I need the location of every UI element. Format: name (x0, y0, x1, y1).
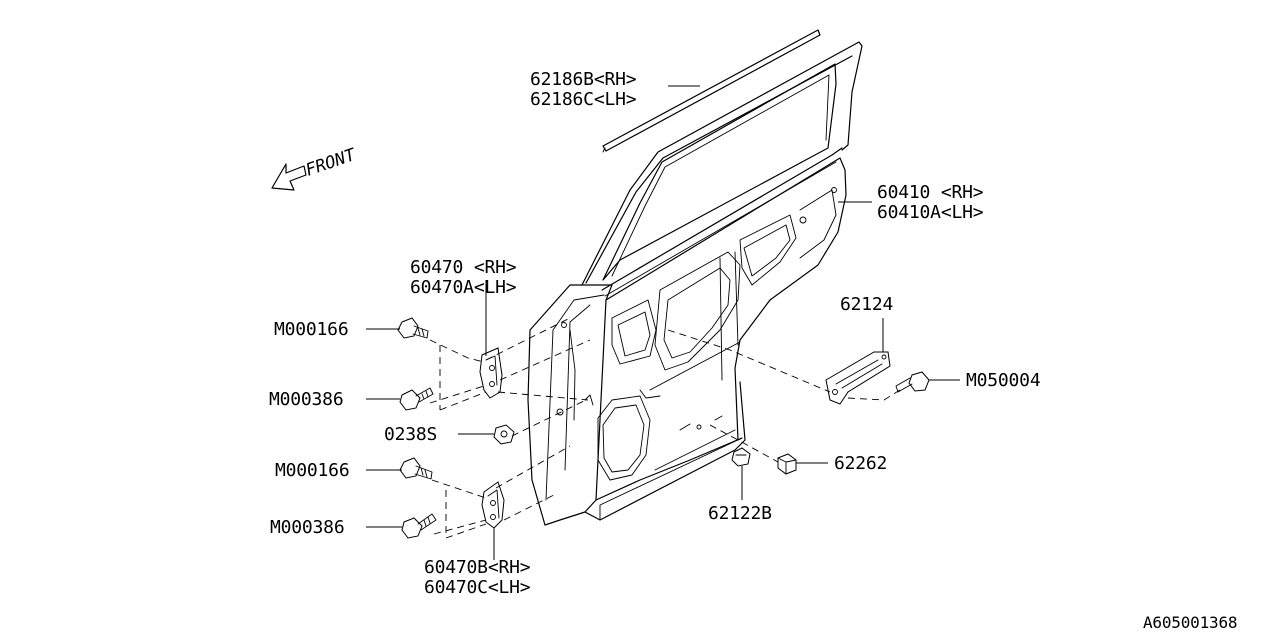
label-bolt-lower-b: M000386 (270, 517, 344, 538)
bolt-upper-a (397, 317, 429, 339)
grommet (731, 447, 751, 467)
label-plug: 62262 (834, 453, 887, 474)
bolt-lower-a (399, 457, 433, 480)
label-upper-hinge-lh: 60470A<LH> (410, 277, 517, 298)
bolt-upper-b (399, 387, 434, 411)
label-door-panel-rh: 60410 <RH> (877, 182, 984, 203)
checker-bolt (895, 371, 930, 393)
label-lower-hinge-lh: 60470C<LH> (424, 577, 531, 598)
bolt-lower-b (401, 513, 437, 539)
label-nut: 0238S (384, 424, 437, 445)
lower-hinge (481, 481, 505, 529)
label-upper-hinge-rh: 60470 <RH> (410, 257, 517, 278)
plug (777, 453, 797, 475)
label-bolt-upper-b: M000386 (269, 389, 343, 410)
label-bolt-upper-a: M000166 (274, 319, 348, 340)
label-lower-hinge-rh: 60470B<RH> (424, 557, 531, 578)
label-weatherstrip-lh: 62186C<LH> (530, 89, 637, 110)
label-door-panel-lh: 60410A<LH> (877, 202, 984, 223)
label-checker: 62124 (840, 294, 893, 315)
front-label: FRONT (303, 145, 360, 181)
rear-door-panel (527, 41, 863, 526)
weatherstrip-strip (602, 29, 821, 153)
assembly-lines (429, 317, 901, 539)
label-checker-bolt: M050004 (966, 370, 1040, 391)
label-weatherstrip-rh: 62186B<RH> (530, 69, 637, 90)
label-grommet: 62122B (708, 503, 772, 524)
diagram-id: A605001368 (1143, 613, 1237, 632)
door-checker (825, 351, 891, 405)
front-arrow-icon (271, 163, 307, 191)
nut (493, 424, 515, 445)
upper-hinge (479, 347, 503, 399)
label-bolt-lower-a: M000166 (275, 460, 349, 481)
